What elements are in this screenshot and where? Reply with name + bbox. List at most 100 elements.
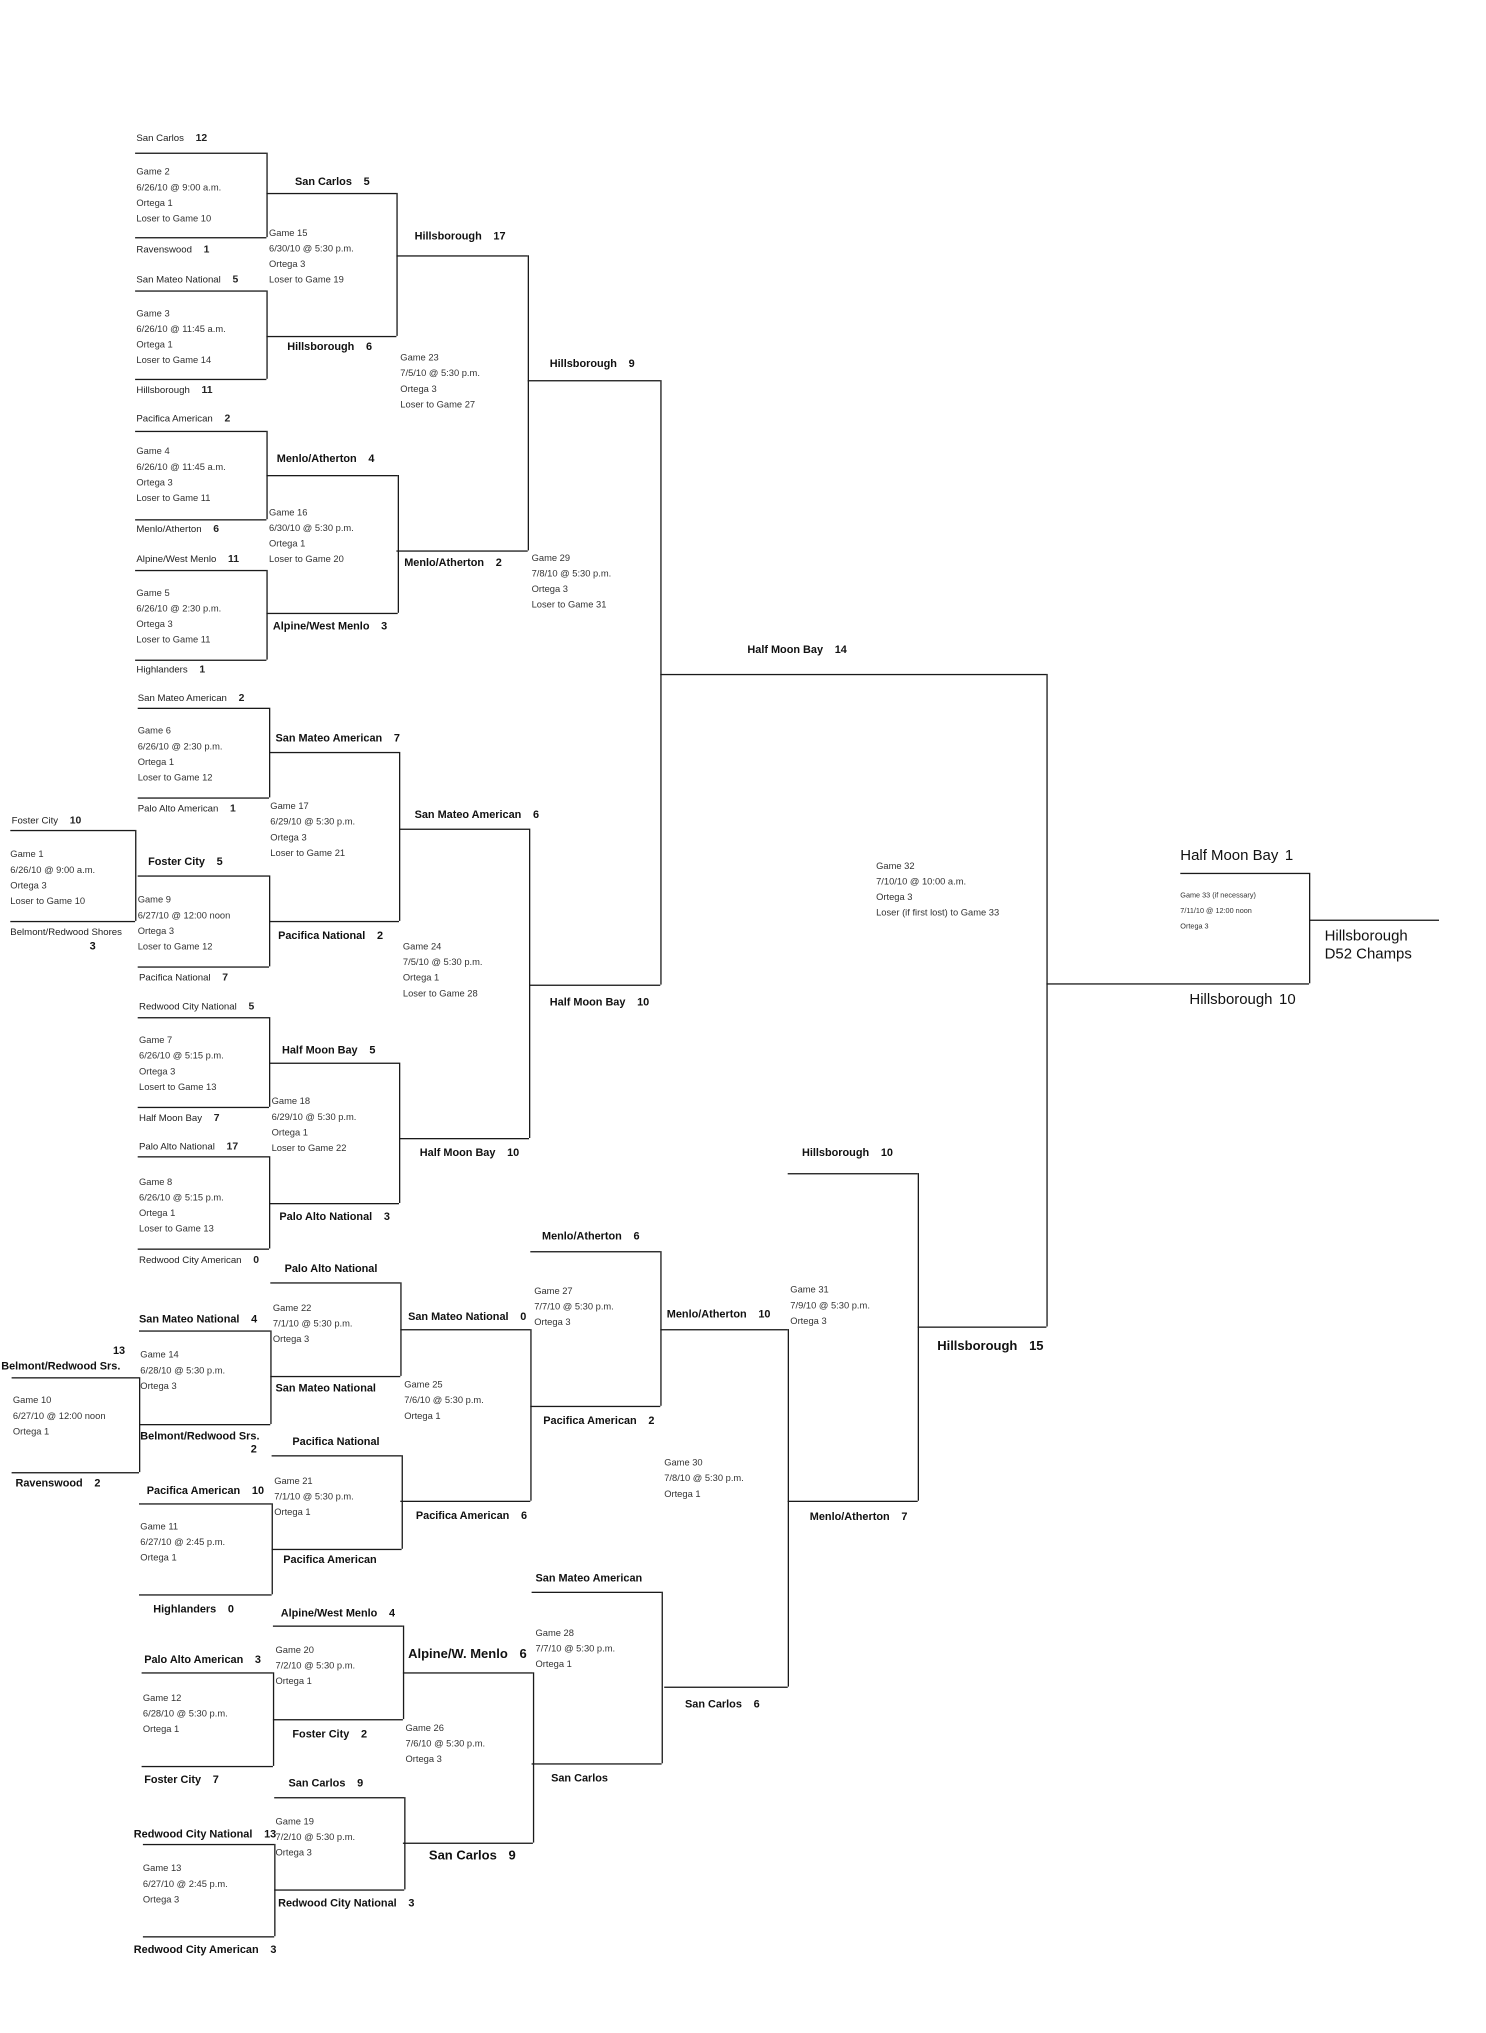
top-team-score: 9 (357, 1776, 364, 1790)
game-info-line: 6/29/10 @ 5:30 p.m. (270, 815, 356, 828)
bracket-bottom-line (135, 519, 267, 521)
game-info-line: 6/26/10 @ 2:30 p.m. (136, 602, 222, 615)
bottom-team-score: 2 (376, 928, 384, 942)
game-info-line: Game 19 (275, 1815, 314, 1827)
bracket-bottom-line (269, 1203, 399, 1205)
game-info-line: Game 25 (404, 1378, 443, 1391)
bracket-bottom-line (531, 1763, 662, 1765)
game-info-line: Game 29 (531, 551, 571, 564)
game-info-line: 6/27/10 @ 12:00 noon (137, 909, 231, 921)
game-info-line: 7/6/10 @ 5:30 p.m. (404, 1394, 484, 1406)
bracket-connector-line (1046, 673, 1048, 1327)
top-team-name: Hillsborough (414, 229, 482, 243)
top-team-name: San Mateo American (535, 1570, 643, 1584)
bracket-bottom-line (10, 920, 136, 923)
bottom-team-name: Pacifica National (139, 971, 211, 984)
game-info-line: Ortega 1 (269, 537, 306, 550)
game-info-line: Ortega 3 (270, 831, 307, 843)
game-info-line: Ortega 1 (136, 338, 173, 351)
bracket-top-line (135, 569, 267, 572)
bracket-top-line (135, 290, 267, 292)
game-info-line: 7/2/10 @ 5:30 p.m. (275, 1830, 356, 1843)
bottom-team-label: Belmont/Redwood Srs. (140, 1428, 259, 1444)
bracket-top-line (266, 192, 397, 195)
game-info-line: Ortega 1 (664, 1487, 701, 1500)
bracket-connector-line (917, 1173, 919, 1501)
bracket-top-line (11, 1377, 140, 1379)
game-info-line: Game 5 (136, 586, 170, 599)
bottom-team-label: San Mateo National (276, 1380, 376, 1396)
game-info-line: Ortega 3 (140, 1379, 177, 1392)
bracket-connector-line (661, 1591, 663, 1764)
bottom-team-score: 3 (89, 939, 96, 953)
game-info-line: Game 15 (269, 226, 308, 239)
bracket-top-line (531, 1591, 662, 1593)
top-team-score: 4 (368, 451, 375, 465)
bracket-bottom-line (530, 1405, 661, 1408)
game-info-line: Loser to Game 21 (270, 846, 346, 859)
bracket-top-line (10, 829, 136, 832)
bracket-bottom-line (135, 237, 267, 239)
game-info-line: Loser to Game 14 (136, 354, 212, 366)
bracket-connector-line (266, 152, 268, 238)
top-team-name: San Mateo American (414, 807, 522, 821)
bracket-bottom-line (402, 1842, 533, 1844)
game-info-line: 7/1/10 @ 5:30 p.m. (274, 1490, 354, 1502)
bottom-team-name: Foster City (292, 1726, 350, 1740)
bracket-top-line (135, 430, 267, 433)
top-team-name: Menlo/Atherton (542, 1229, 622, 1242)
game-info-line: 7/2/10 @ 5:30 p.m. (275, 1659, 356, 1671)
bottom-team-label: Palo Alto American 1 (138, 801, 236, 817)
game-info-line: Loser to Game 10 (10, 894, 86, 907)
game-info-line: Game 27 (534, 1284, 573, 1297)
game-info-line: 6/30/10 @ 5:30 p.m. (269, 521, 354, 534)
bracket-top-line (274, 1797, 405, 1799)
game-info-line: Losert to Game 13 (139, 1080, 217, 1093)
top-team-name: Hillsborough (549, 356, 617, 370)
game-info-line: Ortega 1 (136, 196, 173, 209)
bottom-team-name: Belmont/Redwood Shores (10, 926, 122, 938)
top-team-score: 17 (226, 1140, 239, 1153)
bracket-connector-line (139, 1377, 141, 1473)
bottom-team-name: Menlo/Atherton (404, 555, 485, 569)
bottom-team-name: Ravenswood (136, 243, 192, 256)
bottom-team-name: Half Moon Bay (419, 1145, 496, 1159)
top-team-score: 4 (251, 1312, 258, 1326)
bracket-top-line (139, 1503, 272, 1505)
bracket-bottom-line (269, 920, 399, 923)
bracket-top-line (1180, 872, 1309, 875)
bracket-bottom-line (137, 797, 269, 799)
game-info-line: Ortega 3 (10, 879, 47, 891)
game-info-line: Ortega 3 (269, 257, 306, 270)
bracket-top-line (269, 1062, 399, 1064)
game-info-line: 6/28/10 @ 5:30 p.m. (140, 1364, 226, 1376)
bracket-bottom-line (141, 1765, 273, 1768)
bottom-team-name: Palo Alto American (137, 802, 219, 815)
top-team-score: 13 (112, 1343, 126, 1357)
bottom-team-score: 1 (230, 802, 236, 815)
game-info-line: Loser to Game 20 (269, 553, 344, 565)
